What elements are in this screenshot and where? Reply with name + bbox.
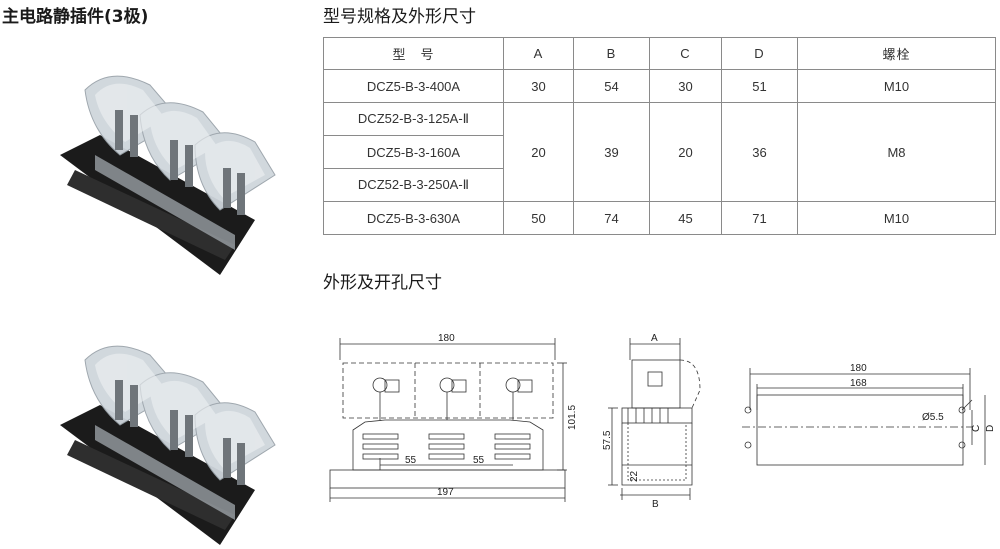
table-row: DCZ52-B-3-125A-Ⅱ 20 39 20 36 M8 (323, 102, 996, 202)
cell-a: 20 (503, 102, 574, 202)
table-header-row: 型 号 A B C D 螺栓 (323, 37, 996, 70)
cell-model: DCZ5-B-3-630A (323, 201, 504, 235)
cell-model: DCZ5-B-3-160A (323, 135, 504, 169)
product-photo-bottom (60, 345, 276, 545)
cell-c: 30 (649, 69, 722, 103)
cell-d: 36 (721, 102, 798, 202)
cell-model: DCZ52-B-3-125A-Ⅱ (323, 102, 504, 136)
dim-bottom-width: 197 (437, 487, 454, 498)
dim-hole-inner-width: 168 (850, 378, 867, 389)
dim-hole-d: D (985, 425, 996, 432)
dim-pitch-right: 55 (473, 455, 485, 466)
header-c: C (649, 37, 722, 70)
cell-c: 20 (649, 102, 722, 202)
table-row: DCZ5-B-3-400A 30 54 30 51 M10 (323, 69, 996, 103)
product-photo-top (60, 75, 276, 275)
dim-hole-c: C (971, 425, 982, 432)
product-title: 主电路静插件(3极) (2, 7, 149, 27)
table-row: DCZ5-B-3-160A (323, 135, 996, 169)
dim-side-top-label: A (651, 333, 658, 344)
cell-a: 30 (503, 69, 574, 103)
dim-hole-outer-width: 180 (850, 363, 867, 374)
cell-d: 51 (721, 69, 798, 103)
cell-bolt: M10 (797, 69, 996, 103)
cell-a: 50 (503, 201, 574, 235)
cell-b: 39 (573, 102, 650, 202)
dim-side-bottom-label: B (652, 499, 659, 510)
cell-c: 45 (649, 201, 722, 235)
cell-b: 54 (573, 69, 650, 103)
dim-top-width: 180 (438, 333, 455, 344)
dim-side-height: 57.5 (602, 430, 613, 450)
dim-height: 101.5 (567, 405, 578, 430)
dims-section-title: 外形及开孔尺寸 (323, 273, 442, 293)
hole-view-drawing: 180 168 Ø5.5 C D (742, 363, 996, 466)
dim-pitch-left: 55 (405, 455, 417, 466)
spec-section-title: 型号规格及外形尺寸 (323, 7, 476, 27)
header-d: D (721, 37, 798, 70)
header-bolt: 螺栓 (797, 37, 996, 70)
header-model: 型 号 (323, 37, 504, 70)
cell-model: DCZ52-B-3-250A-Ⅱ (323, 168, 504, 202)
cell-d: 71 (721, 201, 798, 235)
cell-bolt: M8 (797, 102, 996, 202)
dim-hole-diameter: Ø5.5 (922, 412, 944, 423)
cell-bolt: M10 (797, 201, 996, 235)
cell-b: 74 (573, 201, 650, 235)
header-b: B (573, 37, 650, 70)
cell-model: DCZ5-B-3-400A (323, 69, 504, 103)
table-row: DCZ5-B-3-630A 50 74 45 71 M10 (323, 201, 996, 235)
front-view-drawing: 180 55 55 197 101.5 (329, 333, 578, 502)
dim-side-base: 22 (629, 470, 640, 482)
header-a: A (503, 37, 574, 70)
spec-table: 型 号 A B C D 螺栓 DCZ5-B-3-400A 30 54 30 51… (323, 37, 996, 235)
side-view-drawing: A B 57.5 22 (602, 333, 701, 510)
